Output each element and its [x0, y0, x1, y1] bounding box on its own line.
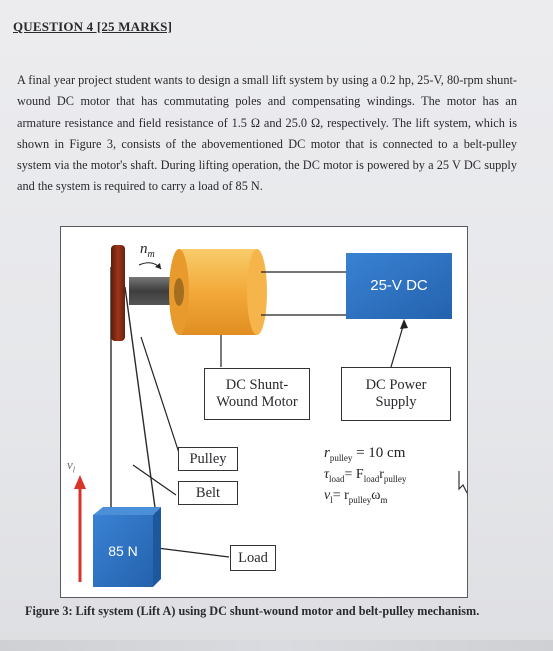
equation-velocity: vl= rpulleyωm: [324, 488, 388, 505]
motor-back-face: [247, 249, 267, 335]
supply-block: [346, 253, 452, 319]
pulley-label-box: Pulley: [178, 447, 238, 471]
leader-belt: [132, 464, 177, 496]
supply-block-label: 25-V DC: [370, 277, 428, 294]
pulley-shape: [111, 245, 125, 341]
figure-caption: Figure 3: Lift system (Lift A) using DC …: [25, 604, 480, 618]
cursor-icon: [458, 471, 467, 494]
speed-label: nm: [140, 241, 155, 260]
question-title: QUESTION 4 [25 MARKS]: [13, 19, 173, 34]
load-block-label: 85 N: [108, 543, 138, 559]
motor-label-box: DC Shunt-Wound Motor: [204, 368, 310, 420]
load-label-box: Load: [230, 545, 276, 571]
leader-supply: [390, 322, 405, 368]
velocity-label: vl: [67, 457, 76, 475]
load-block: [93, 515, 153, 587]
question-paragraph: A final year project student wants to de…: [17, 73, 517, 194]
belt-line-right: [124, 286, 157, 516]
leader-load: [148, 546, 230, 558]
figure-3: nm 25-V DC DC Shunt-Wound Motor DC Power…: [60, 226, 468, 598]
lift-diagram: [74, 245, 467, 587]
equation-torque: τload= Floadrpulley: [324, 467, 407, 484]
equation-radius: rpulley = 10 cm: [324, 445, 406, 463]
motor-body: [179, 249, 257, 335]
belt-label-box: Belt: [178, 481, 238, 505]
velocity-arrow-head: [74, 475, 86, 489]
leader-pulley: [140, 336, 182, 460]
bottom-edge: [0, 640, 553, 651]
